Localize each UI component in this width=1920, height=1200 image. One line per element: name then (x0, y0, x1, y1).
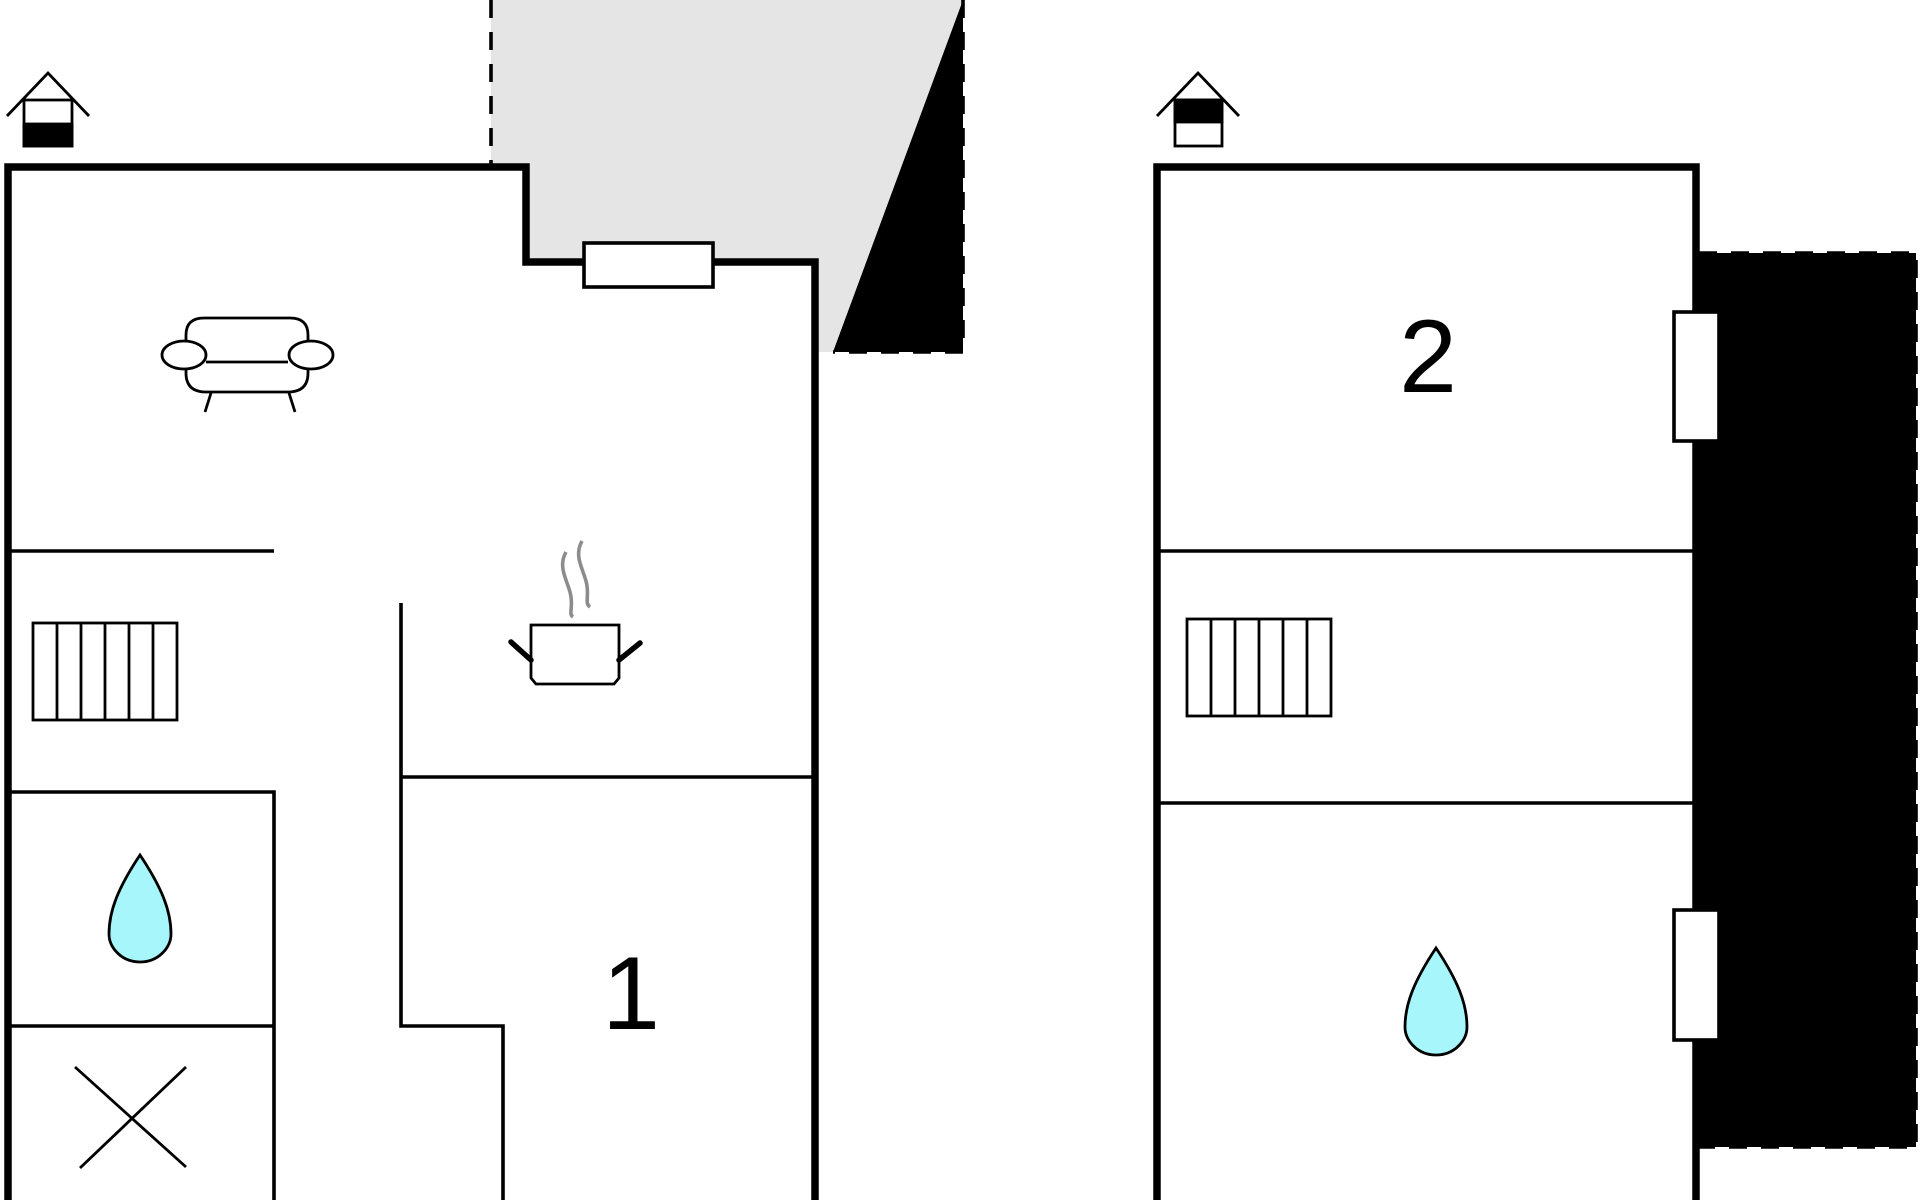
window (1672, 310, 1721, 443)
window (1672, 908, 1721, 1042)
window (582, 241, 715, 289)
terrace-area (1696, 251, 1918, 1149)
water-drop-icon (107, 852, 173, 964)
ground-floor-outer-wall (4, 163, 819, 1200)
radiator-icon (31, 621, 179, 722)
cross-icon (74, 1065, 187, 1170)
ground-floor-plan: 1 (4, 0, 965, 1200)
room-number-1: 1 (602, 936, 660, 1052)
cooking-pot-icon (508, 540, 643, 686)
terrace-area (489, 0, 965, 354)
water-drop-icon (1403, 945, 1469, 1057)
first-floor-partitions (1157, 549, 1696, 805)
first-floor-outer-wall (1153, 163, 1700, 1200)
floor-level-ground-icon (5, 70, 91, 148)
floor-level-upper-icon (1155, 70, 1241, 148)
room-number-2: 2 (1399, 299, 1457, 415)
sofa-icon (160, 316, 335, 413)
radiator-icon (1185, 617, 1333, 718)
first-floor-plan: 2 (1153, 70, 1918, 1200)
ground-floor-partitions (8, 549, 815, 1200)
